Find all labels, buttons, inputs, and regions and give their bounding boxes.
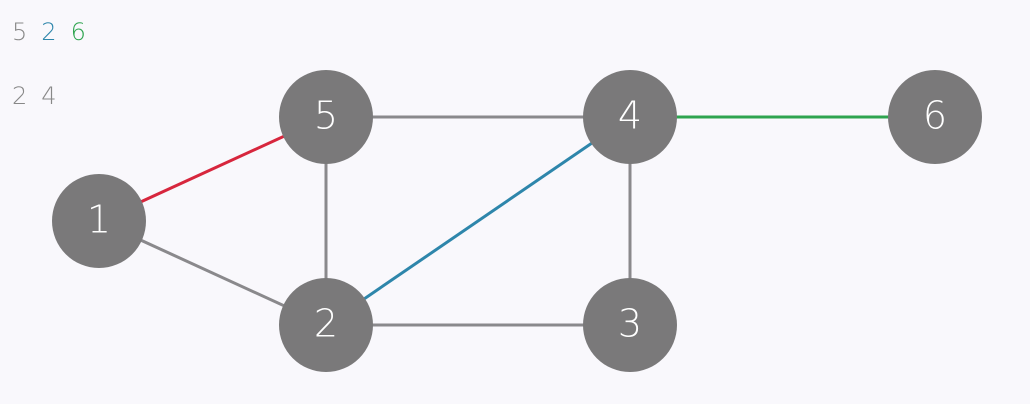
- node-circle: [279, 70, 373, 164]
- sequence-item: 5: [12, 18, 28, 46]
- sequence-row-1: 5 2 6: [12, 18, 86, 46]
- node-3: 3: [583, 278, 677, 372]
- node-circle: [583, 278, 677, 372]
- node-5: 5: [279, 70, 373, 164]
- graph-nodes: 1 2 3 4 5 6: [52, 70, 982, 372]
- edge-2-4: [325, 115, 631, 327]
- node-label: 3: [618, 302, 642, 346]
- node-6: 6: [888, 70, 982, 164]
- node-label: 6: [923, 94, 947, 138]
- graph-edges: [98, 115, 935, 327]
- node-4: 4: [583, 70, 677, 164]
- sequence-item: 6: [70, 18, 86, 46]
- node-label: 4: [618, 94, 642, 138]
- node-circle: [583, 70, 677, 164]
- node-label: 5: [314, 94, 338, 138]
- node-1: 1: [52, 174, 146, 268]
- node-circle: [52, 174, 146, 268]
- node-circle: [279, 278, 373, 372]
- sequence-item: 4: [41, 82, 57, 110]
- node-label: 1: [87, 198, 111, 242]
- sequence-row-2: 2 4: [12, 82, 57, 110]
- sequence-item: 2: [12, 82, 28, 110]
- sequence-item: 2: [41, 18, 57, 46]
- node-2: 2: [279, 278, 373, 372]
- node-circle: [888, 70, 982, 164]
- node-label: 2: [314, 302, 338, 346]
